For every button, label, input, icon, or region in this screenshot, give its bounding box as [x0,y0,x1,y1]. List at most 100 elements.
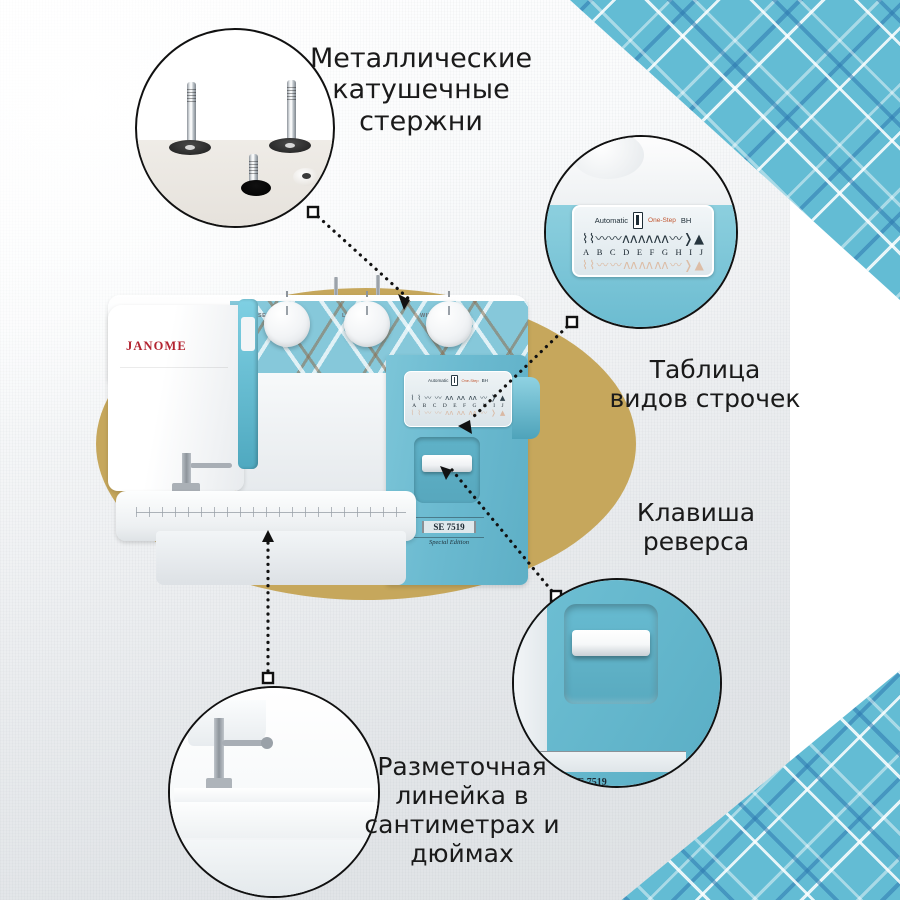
callout-label-spool-pins: Металлические катушечные стержни [286,43,556,137]
reverse-stitch-lever[interactable] [422,455,472,472]
callout-photo-spool-pins [137,30,333,226]
photo-needle-plate [174,788,374,802]
stitch-glyph-icon: ⌇ [417,394,421,402]
sewing-machine-product-image: JANOME SELECTOR LENGTH WIDTH Automatic O… [108,255,540,600]
stitch-glyph-icon: 〰 [595,232,609,247]
machine-free-arm-base [156,531,406,585]
stitch-glyph-icon: ᴧᴧ [468,394,477,402]
presser-foot-lifter [190,463,232,468]
model-edition: Special Edition [429,539,469,546]
callout-label-stitch-table: Таблица видов строчек [590,355,820,413]
spool-felt-disc-right [269,138,311,153]
spool-pin-hole [241,180,271,196]
dial-selector[interactable] [264,301,310,347]
callout-photo-reverse-lever: SE 7519 [514,580,720,786]
callout-label-reverse-lever: Клавиша реверса [592,498,800,556]
photo-needle-bar [214,718,224,780]
tension-dial-slot [241,317,255,351]
needle-bar [182,453,191,497]
callout-label-line: Таблица [649,355,761,384]
stitch-glyph-icon: ᴧᴧ [456,394,466,402]
callout-label-line: Разметочная [377,752,547,781]
callout-label-line: Металлические [309,43,533,74]
stitch-glyph-icon: ᴧᴧ [445,394,454,402]
handwheel[interactable] [512,377,540,439]
callout-label-line: стержни [359,105,483,137]
stitch-chart-zoom-header: Automatic One-Step BH [580,212,706,229]
brand-logo: JANOME [126,339,187,353]
stitch-glyph-icon: 〰 [608,232,622,247]
callout-label-line: реверса [642,527,750,556]
dial-tick-width [448,291,450,297]
photo-presser-lifter [222,737,273,749]
callout-label-line: дюймах [410,839,514,868]
spool-pin-photo-left [187,82,196,146]
stitch-glyph-icon: ᴧᴧ [653,232,669,247]
spool-felt-disc-left [169,140,211,155]
photo-model-number: SE 7519 [572,777,607,788]
photo-width-dial [572,137,644,179]
spool-pin-photo-spare [249,154,258,188]
model-badge: SE 7519 Special Edition [412,517,486,553]
stitch-chart-onestep-label: One-Step [461,378,479,383]
buttonhole-icon [633,212,644,229]
stitch-chart-bh-label: BH [481,378,488,383]
photo-presser-foot [206,778,232,790]
callout-label-line: катушечные [332,74,510,106]
callout-circle-reverse-lever: SE 7519 [512,578,722,788]
callout-label-line: видов строчек [609,384,801,413]
photo-machine-head [188,700,266,746]
stitch-glyph-icon: ⌇ [410,394,415,402]
bobbin [293,168,319,186]
stitch-glyph-icon: 〰 [480,394,488,402]
buttonhole-icon [451,375,459,386]
stitch-chart-automatic-label: Automatic [428,378,449,383]
callout-circle-ruler [168,686,380,898]
model-number: SE 7519 [422,521,476,533]
photo-machine-base [170,840,378,896]
stitch-glyph-icon: ᴧᴧ [622,232,638,247]
stitch-glyph-icon: 〰 [434,394,442,402]
stitch-chart-header: Automatic One-Step BH [409,375,507,386]
dial-width[interactable] [426,301,472,347]
callout-photo-ruler [170,688,378,896]
zoom-bh-label: BH [680,216,692,225]
callout-label-ruler: Разметочная линейка в сантиметрах и дюйм… [332,752,592,868]
machine-head-cover: JANOME [108,305,244,491]
reverse-stitch-lever-zoomed[interactable] [572,630,650,656]
machine-neck [236,373,398,493]
stitch-glyph-icon: ▲ [499,394,506,402]
stitch-glyph-icon: ⌇ [588,232,596,247]
stitch-glyph-icon: 〰 [424,394,432,402]
stitch-glyph-icon: ▲ [693,232,704,247]
photo-badge-shelf [536,751,686,772]
stitch-glyph-icon: ᴧᴧ [637,232,654,247]
zoom-automatic-label: Automatic [594,216,629,225]
bed-ruler-baseline [136,512,406,513]
dial-tick-length [366,291,368,297]
callout-label-line: Клавиша [636,498,756,527]
callout-label-line: линейка в [395,781,529,810]
photo-machine-bed [170,802,378,838]
stitch-glyph-icon: ⌇ [582,232,589,247]
stitch-glyph-icon: ❭ [682,232,694,247]
zoom-onestep-label: One-Step [648,217,676,224]
stitch-glyph-icon: 〰 [669,232,683,247]
spool-pin-photo-right [287,80,296,144]
stitch-glyph-icon: ❭ [490,394,497,402]
callout-label-line: сантиметрах и [364,810,560,839]
machine-head-seam [120,367,228,368]
dial-tick-selector [286,291,288,297]
callout-circle-spool-pins [135,28,335,228]
dial-length[interactable] [344,301,390,347]
